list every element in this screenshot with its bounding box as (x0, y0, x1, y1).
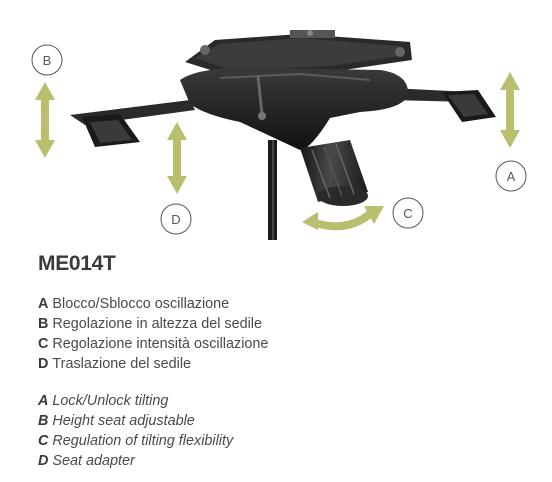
legend-text: Height seat adjustable (52, 413, 195, 429)
right-arm (390, 88, 496, 122)
arrow-d-adapter (167, 122, 187, 194)
legend-text: Regolazione intensità oscillazione (52, 336, 269, 352)
svg-text:D: D (171, 212, 180, 227)
arrow-b-height (35, 82, 55, 158)
callout-b: B (31, 44, 63, 76)
left-arm (70, 100, 195, 147)
callout-c: C (392, 197, 424, 229)
legend-key: A (38, 393, 49, 409)
gas-column (268, 140, 277, 240)
legend-text: Seat adapter (52, 453, 135, 469)
seat-plate (185, 30, 412, 76)
legend-key: C (38, 433, 49, 449)
legend-text: Regolazione in altezza del sedile (52, 316, 263, 332)
legend-text: Blocco/Sblocco oscillazione (52, 296, 230, 312)
legend-text: Regulation of tilting flexibility (52, 433, 234, 449)
legend-key: A (38, 296, 49, 312)
svg-text:B: B (43, 53, 52, 68)
legend-text: Lock/Unlock tilting (52, 393, 169, 409)
tension-knob (300, 140, 368, 206)
legend-key: B (38, 413, 49, 429)
svg-text:A: A (507, 169, 516, 184)
legend-key: B (38, 316, 49, 332)
arrow-c-tension (302, 206, 384, 231)
legend-text: Traslazione del sedile (52, 356, 192, 372)
legend-key: C (38, 336, 49, 352)
arrow-a-lock (500, 72, 520, 148)
mechanism-body (180, 67, 409, 150)
callout-d: D (160, 203, 192, 235)
svg-text:C: C (403, 206, 412, 221)
callout-a: A (495, 160, 527, 192)
legend-key: D (38, 356, 49, 372)
legend-key: D (38, 453, 49, 469)
product-code: ME014T (38, 252, 116, 275)
mechanism-illustration: B D A C (31, 30, 527, 240)
